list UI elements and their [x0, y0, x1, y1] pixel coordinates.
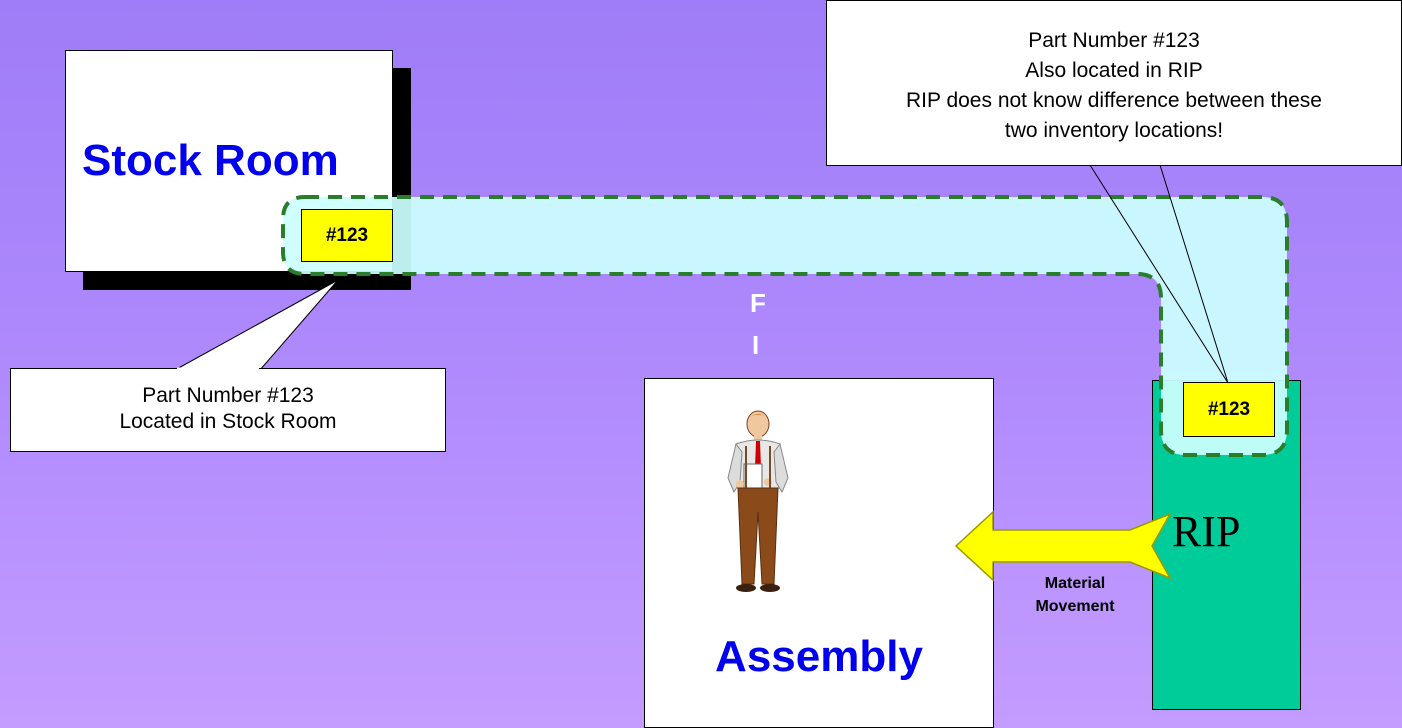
assembly-title: Assembly	[715, 632, 923, 681]
material-movement-line1: Material	[1044, 575, 1106, 592]
callout-right-line4: two inventory locations!	[1004, 119, 1224, 142]
rip-part-tag: #123	[1183, 382, 1275, 437]
stock-room-title: Stock Room	[82, 136, 339, 185]
callout-right-text: Part Number #123 Also located in RIP RIP…	[826, 26, 1402, 146]
person-holding-paper-icon	[727, 410, 789, 592]
callout-left-line1: Part Number #123	[142, 384, 314, 407]
material-movement-label: Material Movement	[1008, 572, 1142, 618]
callout-right-line1: Part Number #123	[1028, 29, 1200, 52]
callout-right	[826, 0, 1402, 166]
fi-label-f: F	[750, 288, 766, 318]
fi-label-i: I	[752, 330, 760, 360]
rip-label: RIP	[1172, 507, 1241, 556]
stock-room-part-tag: #123	[301, 209, 393, 262]
callout-right-line3: RIP does not know difference between the…	[905, 89, 1322, 112]
callout-left	[10, 368, 446, 452]
callout-right-line2: Also located in RIP	[1025, 59, 1203, 82]
callout-left-line2: Located in Stock Room	[119, 410, 337, 433]
callout-left-text: Part Number #123 Located in Stock Room	[10, 383, 446, 435]
material-movement-line2: Movement	[1035, 598, 1115, 615]
